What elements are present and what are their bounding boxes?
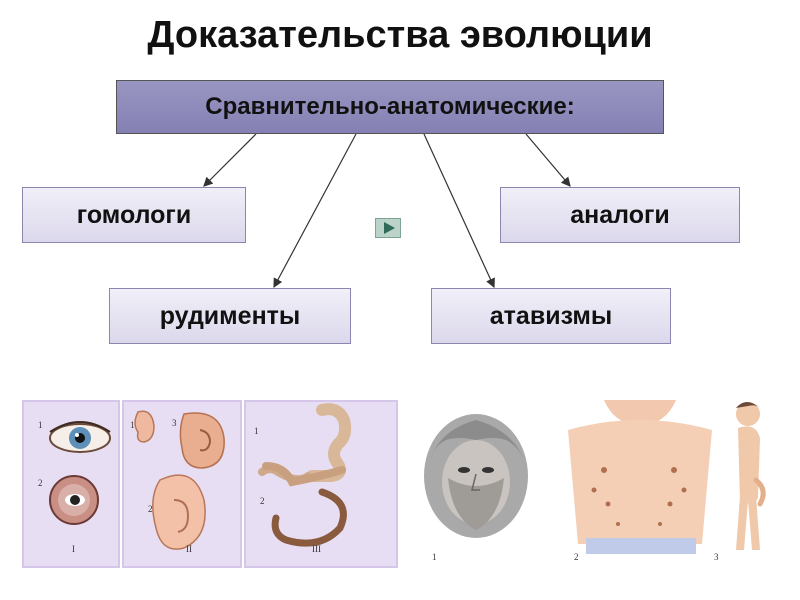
next-slide-button[interactable] bbox=[375, 218, 401, 238]
rudiments-illustration: 1 2 I 1 3 2 II 1 2 III bbox=[22, 400, 398, 568]
label-gut-1: 1 bbox=[254, 426, 259, 436]
label-ear-3: 3 bbox=[172, 418, 177, 428]
label-panel-3: III bbox=[312, 544, 321, 554]
child-tail-figure bbox=[736, 402, 766, 550]
label-ear-2: 2 bbox=[148, 504, 153, 514]
atavisms-illustration: 1 2 3 bbox=[424, 400, 766, 562]
root-category-box: Сравнительно-анатомические: bbox=[116, 80, 664, 134]
label-ear-1: 1 bbox=[130, 420, 135, 430]
label-gut-2: 2 bbox=[260, 496, 265, 506]
arrow-to-analogs bbox=[525, 133, 571, 187]
play-arrow-icon bbox=[384, 222, 395, 234]
arrow-to-atavisms bbox=[423, 133, 495, 289]
label-panel-2: II bbox=[186, 544, 192, 554]
label-eye-1: 1 bbox=[38, 420, 43, 430]
label-panel-1: I bbox=[72, 544, 75, 554]
analogs-box: аналоги bbox=[500, 187, 740, 243]
page-title: Доказательства эволюции bbox=[147, 14, 653, 56]
label-atavism-3: 3 bbox=[714, 552, 719, 562]
homologs-box: гомологи bbox=[22, 187, 246, 243]
arrow-to-rudiments bbox=[273, 133, 357, 289]
label-eye-2: 2 bbox=[38, 478, 43, 488]
atavisms-box: атавизмы bbox=[431, 288, 671, 344]
label-atavism-1: 1 bbox=[432, 552, 437, 562]
ear-icon bbox=[134, 410, 155, 443]
arrow-to-homologs bbox=[203, 133, 257, 187]
torso-figure bbox=[568, 400, 712, 554]
rudiments-box: рудименты bbox=[109, 288, 351, 344]
hairy-face-figure bbox=[424, 414, 528, 538]
label-atavism-2: 2 bbox=[574, 552, 579, 562]
